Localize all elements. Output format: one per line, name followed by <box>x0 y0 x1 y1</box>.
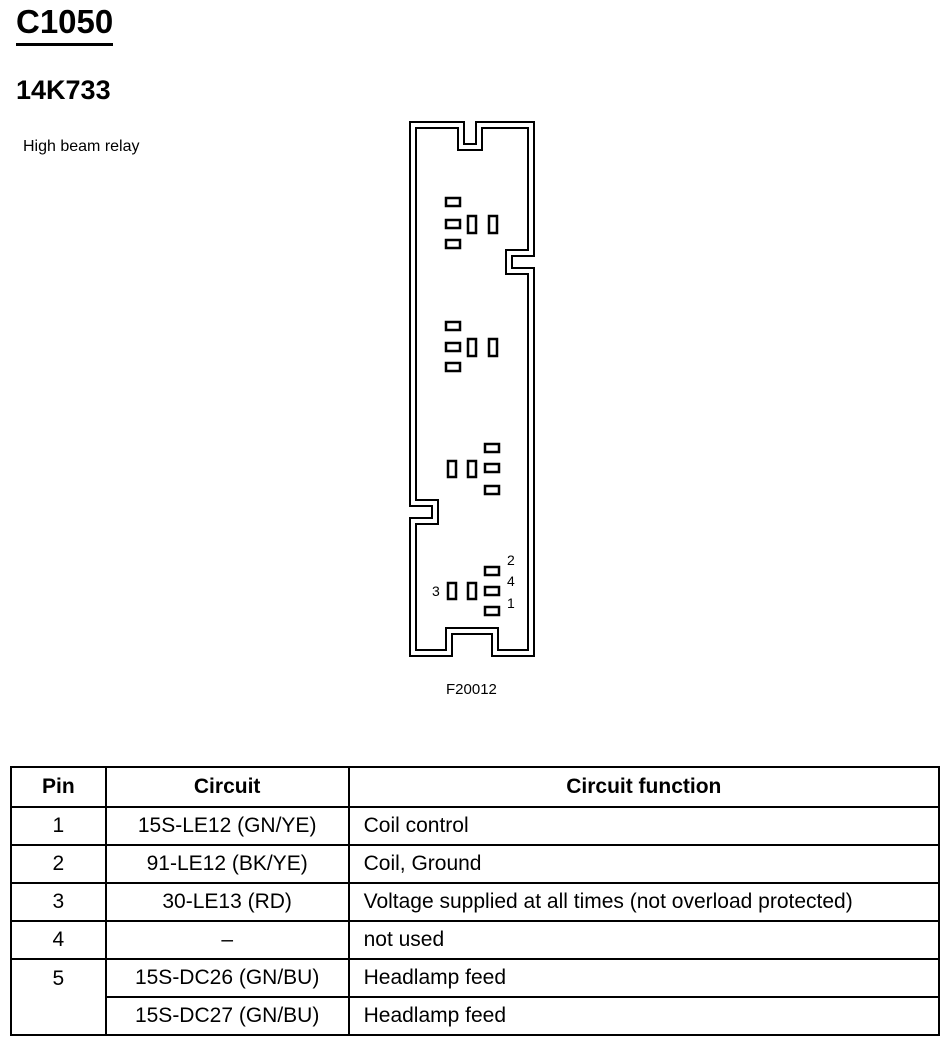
terminal-slot <box>483 484 501 496</box>
table-row: 4 – not used <box>10 920 941 960</box>
terminal-slot <box>466 214 478 235</box>
function-cell: Coil, Ground <box>347 844 941 884</box>
terminal-slot <box>444 320 462 332</box>
terminal-slot <box>487 337 499 358</box>
terminal-slot-pin-1 <box>483 605 501 617</box>
pin-cell: 1 <box>10 806 107 846</box>
table-row: 1 15S-LE12 (GN/YE) Coil control <box>10 806 941 846</box>
terminal-slot-pin-4 <box>483 585 501 597</box>
pin-label-4: 4 <box>507 573 515 589</box>
terminal-slot <box>446 459 458 479</box>
terminal-slot <box>483 442 501 454</box>
table-row: 5 15S-DC26 (GN/BU) Headlamp feed <box>10 958 941 1036</box>
terminal-slot-pin-3 <box>446 581 458 601</box>
circuit-cell: – <box>104 920 350 960</box>
function-cell: Headlamp feed <box>347 996 941 1036</box>
connector-outer-outline <box>409 121 535 657</box>
table-row: 15S-DC27 (GN/BU) Headlamp feed <box>11 996 941 1036</box>
circuit-cell: 15S-DC26 (GN/BU) <box>104 958 350 998</box>
pin-cell: 4 <box>10 920 107 960</box>
header-circuit: Circuit <box>104 766 350 808</box>
terminal-slot <box>444 238 462 250</box>
circuit-cell: 30-LE13 (RD) <box>104 882 350 922</box>
terminal-slot <box>487 214 499 235</box>
function-cell: not used <box>347 920 941 960</box>
header-circuit-function: Circuit function <box>347 766 941 808</box>
header-pin: Pin <box>10 766 107 808</box>
connector-id: C1050 <box>16 4 114 46</box>
table-row: 2 91-LE12 (BK/YE) Coil, Ground <box>10 844 941 884</box>
terminal-slot <box>466 337 478 358</box>
terminal-slot-pin-5 <box>466 581 478 601</box>
pin-cell: 2 <box>10 844 107 884</box>
terminal-slot <box>444 218 462 230</box>
terminal-slot <box>444 341 462 353</box>
table-row: 3 30-LE13 (RD) Voltage supplied at all t… <box>10 882 941 922</box>
terminal-slot-pin-2 <box>483 565 501 577</box>
terminal-slot <box>466 459 478 479</box>
circuit-cell: 91-LE12 (BK/YE) <box>104 844 350 884</box>
figure-id: F20012 <box>446 681 497 698</box>
pin-table: Pin Circuit Circuit function 1 15S-LE12 … <box>10 766 941 1036</box>
function-cell: Coil control <box>347 806 941 846</box>
part-number: 14K733 <box>16 75 111 105</box>
pin-cell: 5 <box>10 958 107 1036</box>
connector-description: High beam relay <box>23 138 140 155</box>
connector-inner-outline <box>415 127 529 651</box>
terminal-slot <box>483 462 501 474</box>
terminal-slot <box>444 361 462 373</box>
connector-face-diagram: 2 4 3 1 <box>409 121 535 657</box>
function-cell: Voltage supplied at all times (not overl… <box>347 882 941 922</box>
pin-table-header: Pin Circuit Circuit function <box>10 766 941 808</box>
pin-label-3: 3 <box>432 583 440 599</box>
function-cell: Headlamp feed <box>347 958 941 998</box>
terminal-slot <box>444 196 462 208</box>
circuit-cell: 15S-LE12 (GN/YE) <box>104 806 350 846</box>
pin-label-1: 1 <box>507 595 515 611</box>
circuit-cell: 15S-DC27 (GN/BU) <box>104 996 350 1036</box>
pin-cell: 3 <box>10 882 107 922</box>
pin-label-2: 2 <box>507 552 515 568</box>
